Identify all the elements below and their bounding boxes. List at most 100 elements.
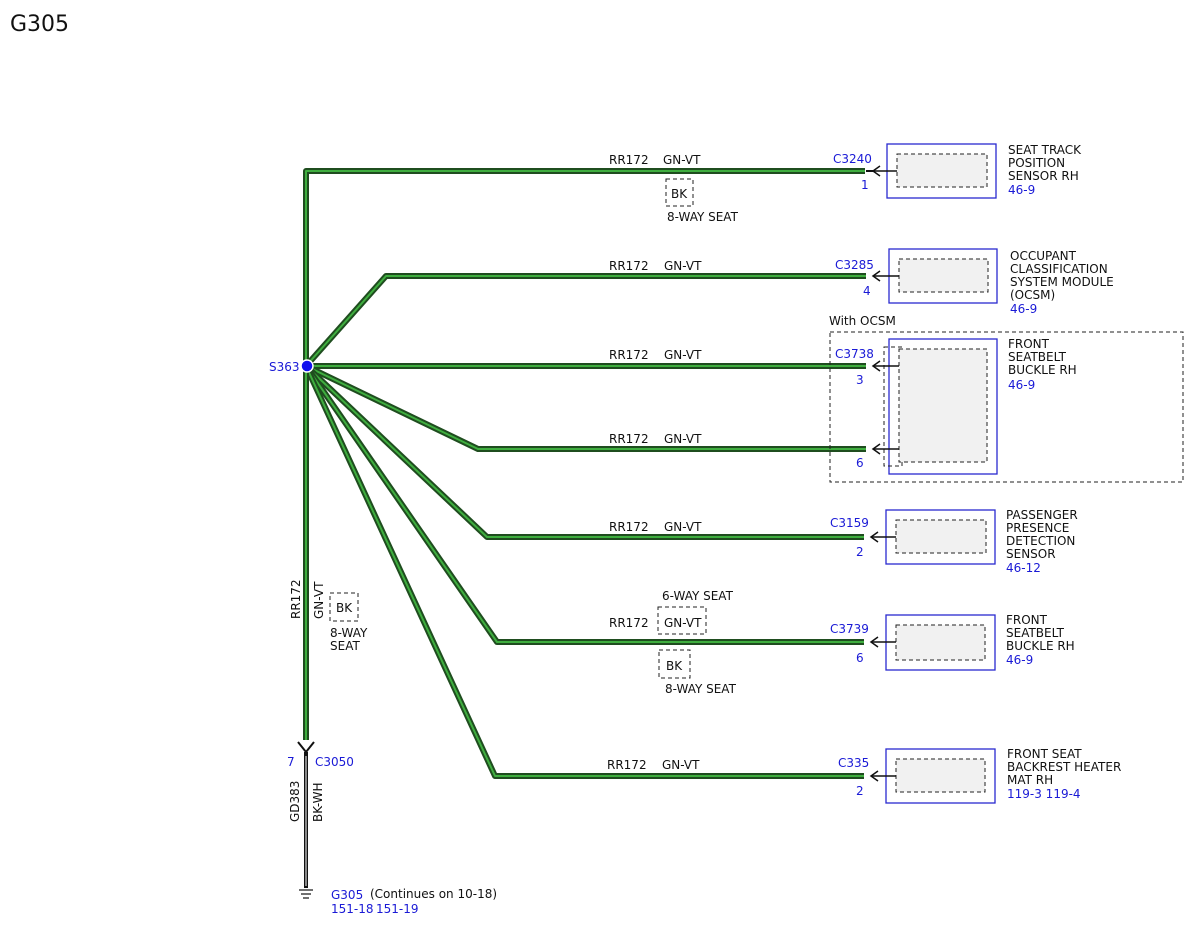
option-box-label: BK <box>336 601 353 615</box>
component-backrest-heater-mat[interactable]: C335 2 <box>838 748 996 804</box>
branch-6-labels: 6-WAY SEAT RR172 GN-VT BK 8-WAY SEAT <box>609 589 737 696</box>
component-name-line: PRESENCE <box>1006 521 1069 535</box>
component-ref-link[interactable]: 46-9 <box>1010 302 1037 316</box>
connector-pin: 3 <box>856 373 864 387</box>
component-label-front-seatbelt-buckle-ocsm: FRONT SEATBELT BUCKLE RH 46-9 <box>1008 337 1077 392</box>
component-passenger-presence-sensor[interactable]: C3159 2 <box>830 509 996 565</box>
component-name-line: FRONT <box>1006 613 1048 627</box>
component-ocsm[interactable]: C3285 4 <box>835 248 998 304</box>
wire-branch-2[interactable] <box>303 273 866 368</box>
option-box <box>329 592 359 622</box>
option-box <box>657 606 707 635</box>
ground-ref-link[interactable]: 151-18 <box>331 902 374 916</box>
component-name-line: SYSTEM MODULE <box>1010 275 1114 289</box>
component-name-line: SEAT TRACK <box>1008 143 1082 157</box>
component-seat-track-sensor[interactable]: C3240 1 <box>833 143 997 199</box>
connector-id: C3240 <box>833 152 872 166</box>
component-name-line: BACKREST HEATER <box>1007 760 1121 774</box>
component-ref-link[interactable]: 46-9 <box>1008 183 1035 197</box>
option-box <box>665 178 694 207</box>
component-name-line: OCCUPANT <box>1010 249 1077 263</box>
component-name-line: FRONT <box>1008 337 1050 351</box>
component-name-line: SENSOR <box>1006 547 1056 561</box>
connector-pin: 1 <box>861 178 869 192</box>
component-label-backrest-heater-mat: FRONT SEAT BACKREST HEATER MAT RH 119-3 … <box>1007 747 1121 801</box>
wire-circuit-label: RR172 <box>609 616 649 630</box>
connector-id: C335 <box>838 756 869 770</box>
component-label-seat-track-sensor: SEAT TRACK POSITION SENSOR RH 46-9 <box>1008 143 1082 197</box>
wire-circuit-label: RR172 <box>609 432 649 446</box>
wire-color-label: GN-VT <box>664 616 702 630</box>
connector-pin: 7 <box>287 755 295 769</box>
component-name-line: SENSOR RH <box>1008 169 1079 183</box>
connector-c3050[interactable]: 7 C3050 GD383 BK-WH <box>287 741 354 888</box>
branch-1-labels: RR172 GN-VT BK 8-WAY SEAT <box>609 153 739 224</box>
connector-pin: 4 <box>863 284 871 298</box>
component-name-line: FRONT SEAT <box>1007 747 1082 761</box>
wire-branch-1[interactable] <box>303 168 865 366</box>
component-ref-link[interactable]: 119-3 119-4 <box>1007 787 1081 801</box>
component-ref-link[interactable]: 46-9 <box>1006 653 1033 667</box>
component-ref-link[interactable]: 46-9 <box>1008 378 1035 392</box>
branch-7-labels: RR172 GN-VT <box>607 758 700 772</box>
component-name-line: SEATBELT <box>1006 626 1065 640</box>
option-box-label: BK <box>671 187 688 201</box>
wire-circuit-label: RR172 <box>607 758 647 772</box>
option-label-line: SEAT <box>330 639 360 653</box>
wire-color-label: GN-VT <box>663 153 701 167</box>
ground-wire-color: BK-WH <box>311 782 325 822</box>
wire-branch-7[interactable] <box>303 364 864 779</box>
wire-circuit-label: RR172 <box>609 259 649 273</box>
component-name-line: (OCSM) <box>1010 288 1055 302</box>
branch-5-labels: RR172 GN-VT <box>609 520 702 534</box>
component-name-line: MAT RH <box>1007 773 1053 787</box>
ground-ref-link[interactable]: 151-19 <box>376 902 419 916</box>
branch-3-labels: RR172 GN-VT <box>609 348 702 362</box>
component-name-line: SEATBELT <box>1008 350 1067 364</box>
wire-color-label: GN-VT <box>664 520 702 534</box>
component-front-seatbelt-buckle[interactable]: C3739 6 <box>830 614 996 671</box>
wire-color-label: GN-VT <box>664 432 702 446</box>
connector-pin: 2 <box>856 784 864 798</box>
option-box-label: BK <box>666 659 683 673</box>
component-label-front-seatbelt-buckle: FRONT SEATBELT BUCKLE RH 46-9 <box>1006 613 1075 667</box>
component-name-line: PASSENGER <box>1006 508 1078 522</box>
branch-2-labels: RR172 GN-VT <box>609 259 702 273</box>
component-name-line: BUCKLE RH <box>1006 639 1075 653</box>
option-label-line: 8-WAY <box>330 626 368 640</box>
component-label-ocsm: OCCUPANT CLASSIFICATION SYSTEM MODULE (O… <box>1010 249 1114 316</box>
main-wire-circuit: RR172 <box>289 579 303 619</box>
component-front-seatbelt-buckle-ocsm[interactable]: C3738 3 6 <box>835 338 998 475</box>
option-label: 8-WAY SEAT <box>667 210 739 224</box>
component-name-line: CLASSIFICATION <box>1010 262 1108 276</box>
option-box <box>658 649 691 679</box>
ground-icon <box>299 889 313 899</box>
main-wire-labels: RR172 GN-VT BK 8-WAY SEAT <box>289 579 368 653</box>
ocsm-option-group <box>829 331 1184 483</box>
wire-circuit-label: RR172 <box>609 520 649 534</box>
connector-id: C3050 <box>315 755 354 769</box>
splice-node[interactable] <box>300 359 314 373</box>
wire-color-label: GN-VT <box>662 758 700 772</box>
wire-circuit-label: RR172 <box>609 153 649 167</box>
wire-color-label: GN-VT <box>664 259 702 273</box>
component-name-line: DETECTION <box>1006 534 1075 548</box>
connector-id: C3738 <box>835 347 874 361</box>
ocsm-option-label: With OCSM <box>829 314 896 328</box>
component-name-line: BUCKLE RH <box>1008 363 1077 377</box>
connector-id: C3285 <box>835 258 874 272</box>
main-wire-color: GN-VT <box>312 581 326 619</box>
branch-4-labels: RR172 GN-VT <box>609 432 702 446</box>
wire-circuit-label: RR172 <box>609 348 649 362</box>
wire-harness <box>303 168 866 779</box>
component-label-passenger-presence-sensor: PASSENGER PRESENCE DETECTION SENSOR 46-1… <box>1006 508 1078 575</box>
connector-id: C3159 <box>830 516 869 530</box>
ground-id[interactable]: G305 <box>331 888 363 902</box>
connector-pin: 6 <box>856 456 864 470</box>
ground-wire-circuit: GD383 <box>288 781 302 822</box>
ground-note: (Continues on 10-18) <box>370 887 497 901</box>
component-ref-link[interactable]: 46-12 <box>1006 561 1041 575</box>
page-title: G305 <box>10 12 69 37</box>
connector-pin: 6 <box>856 651 864 665</box>
splice-label: S363 <box>269 360 300 374</box>
